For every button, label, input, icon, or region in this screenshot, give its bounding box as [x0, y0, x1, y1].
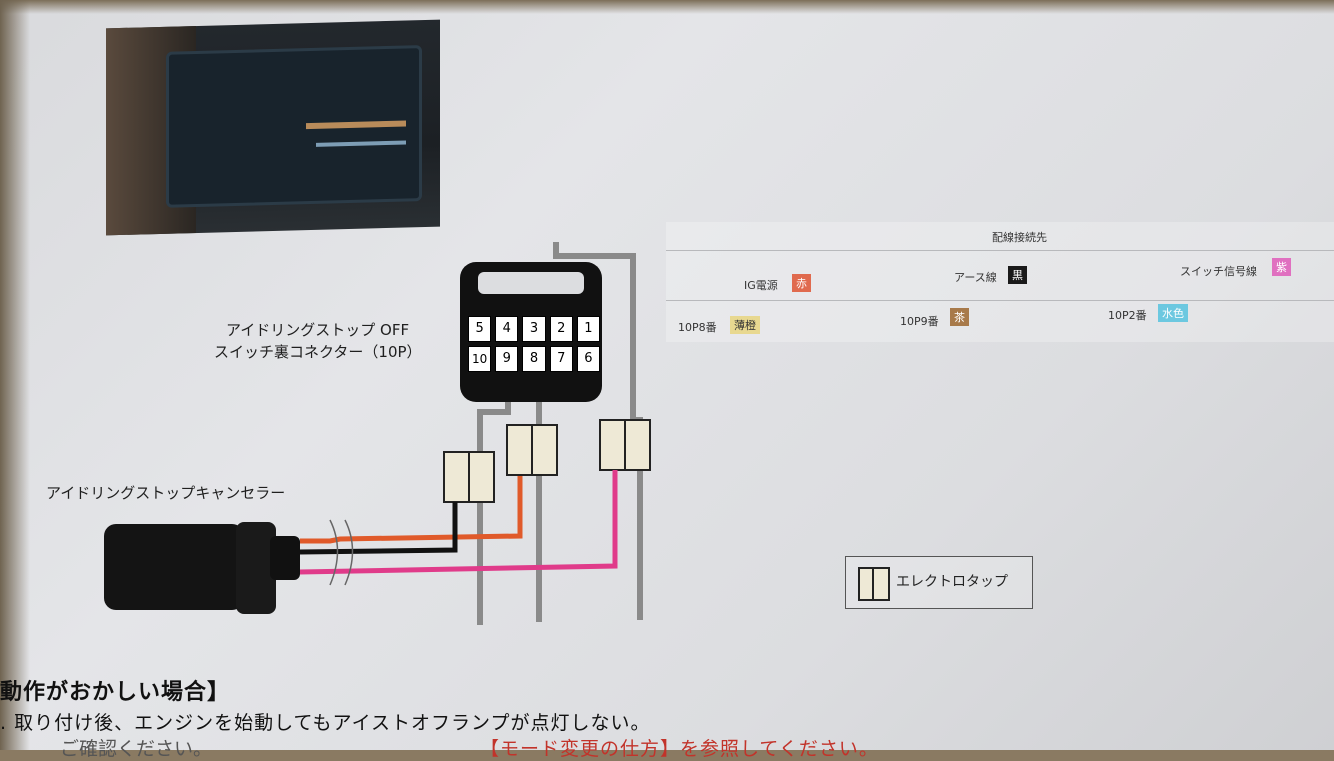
canceller-unit: [104, 522, 300, 614]
wire-color-badge: 薄橙: [730, 316, 760, 334]
pin: 7: [549, 346, 573, 372]
wire-color-badge: 茶: [950, 308, 969, 326]
trouble-item-1: . 取り付け後、エンジンを始動してもアイストオフランプが点灯しない。: [0, 712, 651, 734]
pin: 2: [549, 316, 573, 342]
badge-red: 赤: [792, 274, 811, 292]
pin: 10: [468, 346, 492, 372]
pin-ref: 10P2番: [1108, 309, 1147, 322]
pin: 6: [576, 346, 601, 372]
electro-tap-red: [506, 424, 558, 476]
electro-tap-icon: [858, 567, 890, 601]
red-wire: [300, 476, 523, 544]
pin: 5: [468, 316, 492, 342]
electro-tap-black: [443, 451, 495, 503]
badge-purple: 紫: [1272, 258, 1291, 276]
table-surface-edge: [0, 0, 1334, 14]
pin: 8: [522, 346, 546, 372]
black-wire: [299, 502, 458, 555]
col-name: アース線: [954, 271, 997, 284]
table-rule: [666, 250, 1334, 251]
pin-ref: 10P8番: [678, 321, 717, 334]
wiring-table: 配線接続先 IG電源 赤 アース線 黒 スイッチ信号線 紫 10P8番 薄橙 1…: [666, 222, 1334, 342]
legend-box: エレクトロタップ: [845, 556, 1033, 609]
connector-title-line1: アイドリングストップ OFF: [226, 321, 410, 339]
pink-wire: [299, 470, 618, 575]
connector-pin-grid: 5 4 3 2 1 10 9 8 7 6: [468, 316, 601, 372]
trouble-heading: 動作がおかしい場合】: [0, 680, 231, 705]
col-name: スイッチ信号線: [1180, 265, 1257, 278]
wire-color-badge: 水色: [1158, 304, 1188, 322]
canceller-label: アイドリングストップキャンセラー: [46, 484, 286, 502]
col-name: IG電源: [744, 279, 778, 292]
pin: 1: [576, 316, 601, 342]
pin: 3: [522, 316, 546, 342]
trouble-item-2-red: 【モード変更の仕方】を参照してください。: [480, 738, 879, 760]
pin: 4: [495, 316, 519, 342]
table-rule: [666, 300, 1334, 301]
wire-break-mark: [329, 519, 354, 586]
table-header: 配線接続先: [992, 231, 1047, 244]
badge-black: 黒: [1008, 266, 1027, 284]
paper-left-edge: [0, 0, 30, 750]
legend-label: エレクトロタップ: [896, 574, 1008, 590]
electro-tap-pink: [599, 419, 651, 471]
pin: 9: [495, 346, 519, 372]
connector-title-line2: スイッチ裏コネクター（10P）: [214, 343, 422, 361]
pin-ref: 10P9番: [900, 315, 939, 328]
trouble-item-2-gray: ご確認ください。: [60, 738, 213, 760]
